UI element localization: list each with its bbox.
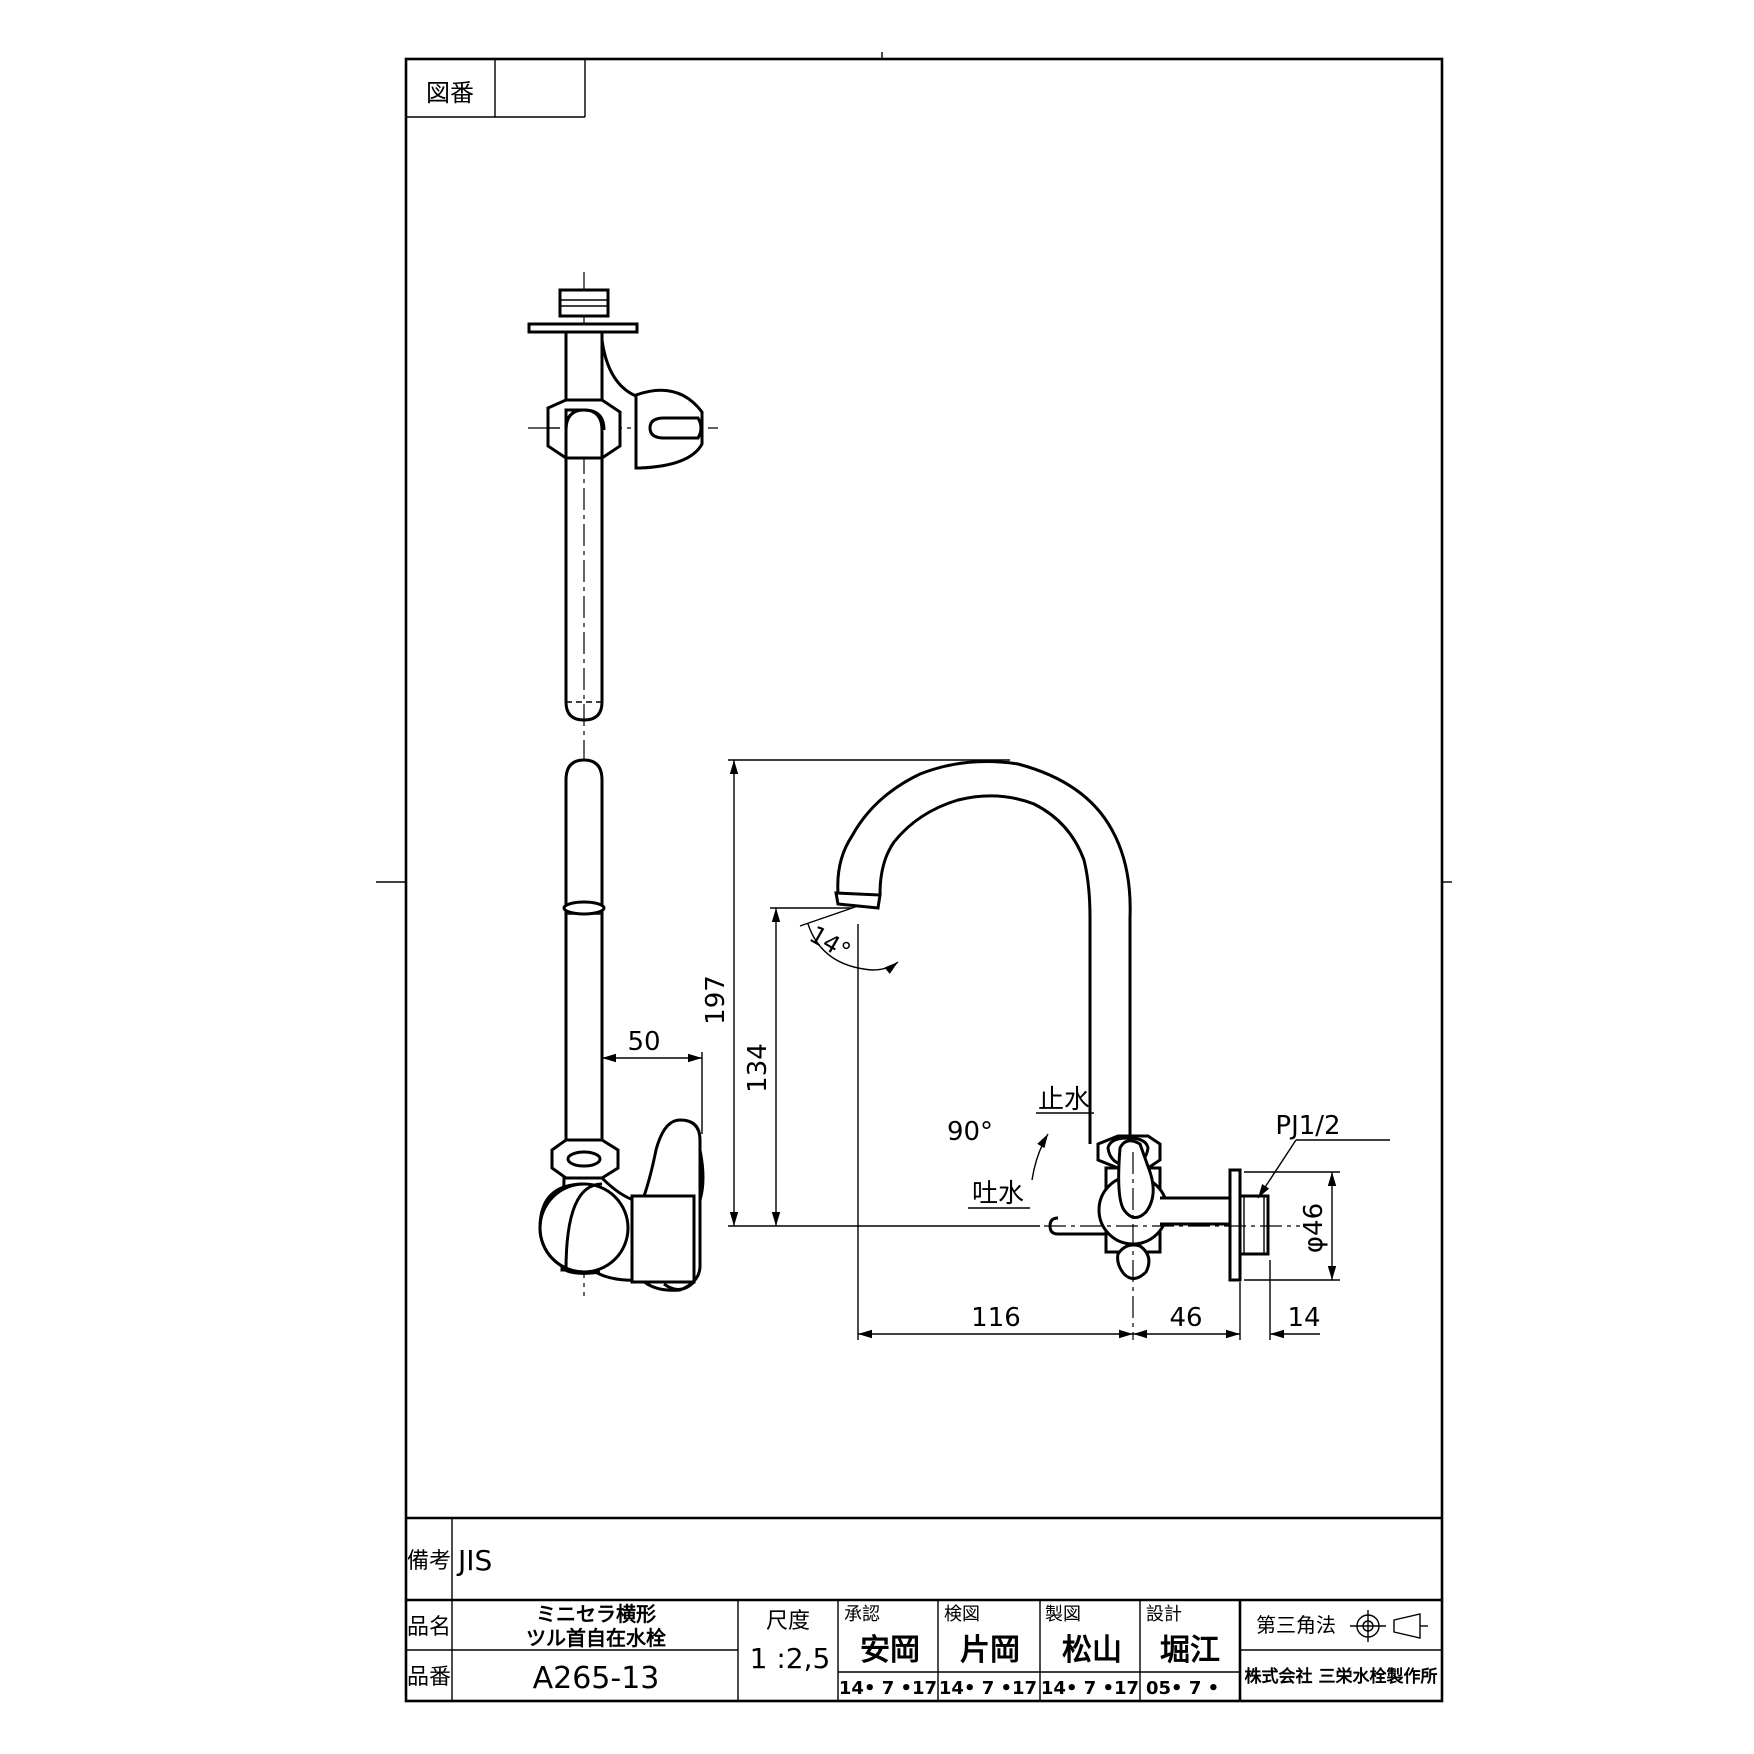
- approved-name: 安岡: [860, 1633, 920, 1668]
- checked-date: 14• 7 •17: [939, 1678, 1037, 1699]
- dim-46: 46: [1169, 1303, 1202, 1333]
- drawn-name: 松山: [1062, 1633, 1122, 1668]
- front-view: 197 134 14° 90° 止水 吐水 PJ1/2 φ46 116 46 1…: [701, 759, 1390, 1340]
- checked-name: 片岡: [960, 1633, 1020, 1668]
- company-name: 株式会社 三栄水栓製作所: [1245, 1666, 1438, 1687]
- dim-14: 14: [1287, 1303, 1320, 1333]
- product-name-label: 品名: [407, 1615, 451, 1640]
- dim-50: 50: [627, 1027, 660, 1057]
- scale-label: 尺度: [766, 1609, 810, 1634]
- drawing-number-box: 図番: [406, 59, 586, 118]
- checked-label: 検図: [944, 1604, 980, 1625]
- sheet-frame: [376, 52, 1452, 1703]
- third-angle-projection-icon: [1350, 1610, 1428, 1642]
- dim-197: 197: [701, 975, 731, 1025]
- drawn-label: 製図: [1045, 1604, 1081, 1625]
- remarks-label: 備考: [407, 1549, 451, 1574]
- scale-value: 1 :2,5: [750, 1642, 831, 1675]
- remarks-value: JIS: [456, 1544, 492, 1577]
- dim-90deg: 90°: [947, 1117, 993, 1147]
- projection-label: 第三角法: [1256, 1613, 1336, 1637]
- approved-date: 14• 7 •17: [839, 1678, 937, 1699]
- product-name-line2: ツル首自在水栓: [526, 1626, 666, 1650]
- drawn-date: 14• 7 •17: [1041, 1678, 1139, 1699]
- label-stop-water: 止水: [1038, 1085, 1090, 1115]
- label-thread-size: PJ1/2: [1275, 1111, 1340, 1141]
- side-view: 50: [538, 752, 705, 1296]
- title-block: 備考 JIS 品名 ミニセラ横形 ツル首自在水栓 品番 A265-13 尺度 1…: [406, 1516, 1442, 1701]
- approved-label: 承認: [844, 1604, 880, 1625]
- product-number-label: 品番: [407, 1665, 451, 1690]
- design-name: 堀江: [1160, 1633, 1220, 1668]
- design-label: 設計: [1146, 1604, 1182, 1625]
- dim-134: 134: [743, 1043, 773, 1093]
- dim-dia46: φ46: [1299, 1203, 1329, 1253]
- drawing-number-label: 図番: [426, 79, 474, 107]
- label-spout-water: 吐水: [972, 1179, 1024, 1209]
- product-number-value: A265-13: [533, 1661, 660, 1696]
- top-view: [527, 272, 718, 752]
- product-name-line1: ミニセラ横形: [536, 1602, 656, 1626]
- dim-116: 116: [971, 1303, 1021, 1333]
- design-date: 05• 7 •: [1146, 1678, 1219, 1699]
- dim-14deg: 14°: [805, 920, 856, 966]
